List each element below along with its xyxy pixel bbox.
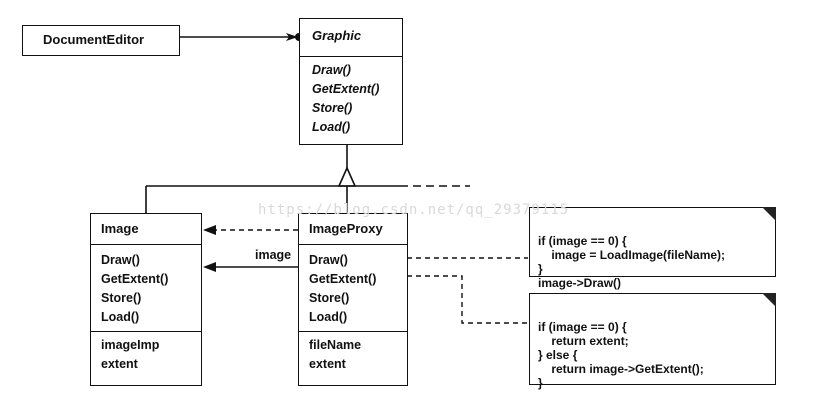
note-link-extent	[398, 275, 528, 324]
operation-draw: Draw()	[312, 63, 351, 77]
image-proxy-name: ImageProxy	[299, 214, 407, 245]
operation-load: Load()	[312, 120, 351, 134]
note-line: return image->GetExtent();	[538, 362, 704, 376]
operation-load: Load()	[101, 310, 140, 324]
attribute-extent: extent	[309, 357, 346, 371]
operation-store: Store()	[309, 291, 350, 305]
operation-load: Load()	[309, 310, 348, 324]
note-line: }	[538, 262, 543, 276]
note-line: image = LoadImage(fileName);	[538, 248, 726, 262]
graphic-operations: Draw() GetExtent() Store() Load()	[300, 57, 402, 137]
operation-draw: Draw()	[101, 253, 140, 267]
watermark: https://blog.csdn.net/qq_29379115	[258, 202, 570, 218]
operation-get-extent: GetExtent()	[101, 272, 169, 286]
image-name: Image	[91, 214, 201, 245]
operation-get-extent: GetExtent()	[312, 82, 380, 96]
inheritance-triangle	[337, 166, 357, 187]
note-line: } else {	[538, 348, 578, 362]
document-editor-name: DocumentEditor	[43, 32, 145, 47]
note-draw: if (image == 0) { image = LoadImage(file…	[529, 207, 776, 290]
note-line: return extent;	[538, 334, 629, 348]
arrow-head	[203, 262, 216, 272]
image-operations: Draw() GetExtent() Store() Load()	[91, 245, 201, 332]
attribute-extent: extent	[101, 357, 138, 371]
image-attributes: imageImp extent	[91, 332, 201, 374]
arrow-head	[286, 33, 298, 41]
image-proxy-attributes: fileName extent	[299, 332, 407, 374]
arrow-head	[203, 225, 216, 235]
image-proxy-operations: Draw() GetExtent() Store() Load()	[299, 245, 407, 332]
document-editor-class: DocumentEditor	[22, 25, 180, 56]
operation-store: Store()	[312, 101, 353, 115]
image-class: Image Draw() GetExtent() Store() Load() …	[90, 213, 202, 386]
operation-draw: Draw()	[309, 253, 348, 267]
graphic-class: Graphic Draw() GetExtent() Store() Load(…	[299, 18, 403, 145]
note-get-extent: if (image == 0) { return extent;} else {…	[529, 293, 776, 390]
attribute-image-imp: imageImp	[101, 338, 160, 352]
image-proxy-class: ImageProxy Draw() GetExtent() Store() Lo…	[298, 213, 408, 386]
note-line: image->Draw()	[538, 276, 622, 290]
operation-store: Store()	[101, 291, 142, 305]
note-line: if (image == 0) {	[538, 234, 627, 248]
note-line: if (image == 0) {	[538, 320, 627, 334]
graphic-name: Graphic	[300, 19, 402, 57]
note-line: }	[538, 376, 543, 390]
operation-get-extent: GetExtent()	[309, 272, 377, 286]
attribute-file-name: fileName	[309, 338, 362, 352]
association-label: image	[255, 248, 292, 262]
